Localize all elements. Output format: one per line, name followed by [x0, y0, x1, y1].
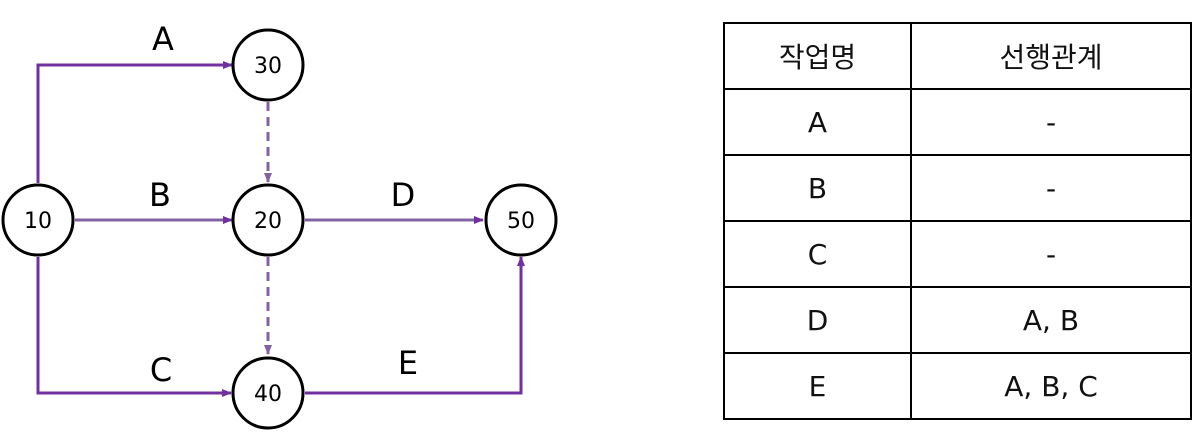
table-row: B - [723, 154, 1192, 222]
node-40: 40 [231, 356, 305, 430]
task-cell: E [723, 352, 912, 420]
task-cell: B [723, 154, 912, 222]
activity-arrow-a [36, 61, 233, 183]
table-row: D A, B [723, 286, 1192, 354]
activity-label-b: B [149, 176, 171, 214]
node-label: 10 [24, 209, 52, 234]
predecessor-cell: A, B [910, 286, 1192, 354]
task-cell: C [723, 220, 912, 288]
node-label: 50 [507, 209, 535, 234]
node-50: 50 [484, 183, 558, 257]
header-predecessor: 선행관계 [910, 22, 1192, 90]
table-row: C - [723, 220, 1192, 288]
table-row: A - [723, 88, 1192, 156]
predecessor-cell: - [910, 154, 1192, 222]
activity-label-d: D [391, 176, 416, 214]
activity-label-c: C [150, 351, 172, 389]
node-label: 30 [254, 54, 282, 79]
predecessor-cell: - [910, 220, 1192, 288]
activity-label-a: A [152, 20, 174, 58]
predecessor-cell: A, B, C [910, 352, 1192, 420]
activity-label-e: E [398, 344, 418, 382]
task-cell: A [723, 88, 912, 156]
activity-arrow-c [36, 257, 232, 397]
activity-arrow-e [305, 256, 525, 395]
node-label: 40 [254, 382, 282, 407]
node-10: 10 [1, 183, 75, 257]
node-label: 20 [254, 209, 282, 234]
table-row: E A, B, C [723, 352, 1192, 420]
node-20: 20 [231, 183, 305, 257]
precedence-table: 작업명 선행관계 A - B - C - D A, B E A, B, C [723, 22, 1192, 420]
node-30: 30 [231, 28, 305, 102]
header-task-name: 작업명 [723, 22, 912, 90]
task-cell: D [723, 286, 912, 354]
table-header-row: 작업명 선행관계 [723, 22, 1192, 90]
activity-network-diagram: A B C D E 10 20 30 40 50 [1, 20, 558, 430]
predecessor-cell: - [910, 88, 1192, 156]
